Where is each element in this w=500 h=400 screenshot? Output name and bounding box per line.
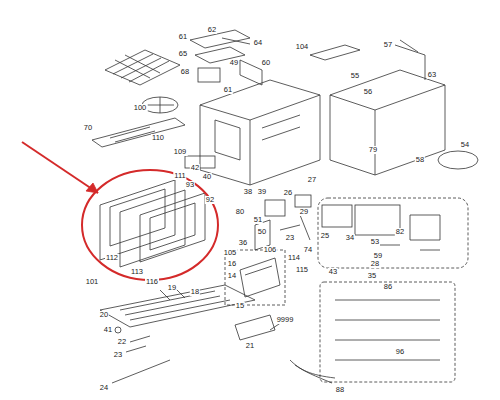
callout-number: 21 (245, 342, 255, 350)
callout-number: 35 (367, 272, 377, 280)
fuse-parts (380, 215, 440, 250)
callout-number: 88 (335, 386, 345, 394)
callout-number: 34 (345, 234, 355, 242)
housing (310, 40, 445, 175)
control-panel (92, 118, 215, 168)
callout-number: 113 (130, 268, 144, 276)
callout-number: 23 (285, 234, 295, 242)
callout-number: 61 (178, 33, 188, 41)
highlight-ring (82, 170, 218, 280)
callout-number: 100 (133, 104, 148, 112)
callout-number: 68 (180, 68, 190, 76)
callout-number: 20 (99, 311, 109, 319)
callout-number: 42 (190, 164, 200, 172)
callout-number: 96 (395, 348, 405, 356)
callout-number: 57 (383, 41, 393, 49)
callout-number: 112 (105, 254, 119, 262)
callout-number: 82 (395, 228, 405, 236)
callout-number: 39 (257, 188, 267, 196)
callout-number: 19 (167, 284, 177, 292)
callout-number: 61 (223, 86, 233, 94)
callout-number: 22 (117, 338, 127, 346)
callout-number: 109 (173, 148, 188, 156)
group-outline (225, 198, 468, 382)
callout-number: 64 (253, 39, 263, 47)
callout-number: 18 (190, 288, 200, 296)
small-parts (112, 300, 440, 383)
callout-number: 63 (427, 71, 437, 79)
callout-number: 29 (299, 208, 309, 216)
callout-number: 60 (261, 59, 271, 67)
callout-number: 104 (295, 43, 310, 51)
hv-transformer (355, 205, 400, 235)
callout-number: 41 (103, 326, 113, 334)
stirrer (142, 97, 178, 113)
callout-number: 80 (235, 208, 245, 216)
callout-number: 26 (283, 189, 293, 197)
callout-number: 58 (415, 156, 425, 164)
callout-number: 38 (243, 188, 253, 196)
callout-number: 56 (363, 88, 373, 96)
callout-number: 49 (229, 59, 239, 67)
vent-assembly (190, 30, 262, 85)
callout-number: 86 (383, 283, 393, 291)
callout-number: 24 (99, 384, 109, 392)
cavity (200, 80, 320, 185)
callout-number: 28 (370, 260, 380, 268)
callout-number: 62 (207, 26, 217, 34)
callout-number: 114 (287, 254, 301, 262)
callout-number: 53 (370, 238, 380, 246)
callout-number: 65 (178, 50, 188, 58)
callout-number: 54 (460, 141, 470, 149)
pointer-head (86, 183, 98, 193)
glass-tray (240, 258, 280, 297)
callout-number: 106 (263, 246, 278, 254)
callout-number: 105 (223, 249, 238, 257)
door-assembly (100, 180, 205, 267)
oven-rack (105, 50, 180, 85)
callout-number: 92 (205, 196, 215, 204)
callout-number: 111 (173, 172, 186, 180)
turntable (438, 151, 478, 169)
callout-number: 9999 (276, 316, 295, 324)
pointer-arrow (22, 142, 98, 193)
callout-number: 40 (202, 173, 212, 181)
callout-number: 14 (227, 272, 237, 280)
bottom-grille (100, 285, 275, 340)
callout-number: 70 (83, 124, 93, 132)
callout-number: 15 (235, 302, 245, 310)
callout-number: 110 (151, 134, 165, 142)
callout-number: 25 (320, 232, 330, 240)
callout-number: 43 (328, 268, 338, 276)
callout-number: 59 (373, 252, 383, 260)
callout-number: 27 (307, 176, 317, 184)
callout-number: 50 (257, 228, 267, 236)
callout-number: 115 (295, 266, 309, 274)
callout-number: 36 (238, 239, 248, 247)
callout-number: 23 (113, 351, 123, 359)
electrical-parts (255, 195, 352, 250)
callout-number: 55 (350, 72, 360, 80)
callout-number: 116 (145, 278, 159, 286)
callout-number: 79 (368, 146, 378, 154)
callout-number: 16 (227, 260, 237, 268)
callout-number: 74 (303, 246, 313, 254)
callout-number: 51 (253, 216, 263, 224)
callout-number: 101 (85, 278, 100, 286)
callout-number: 93 (185, 181, 195, 189)
